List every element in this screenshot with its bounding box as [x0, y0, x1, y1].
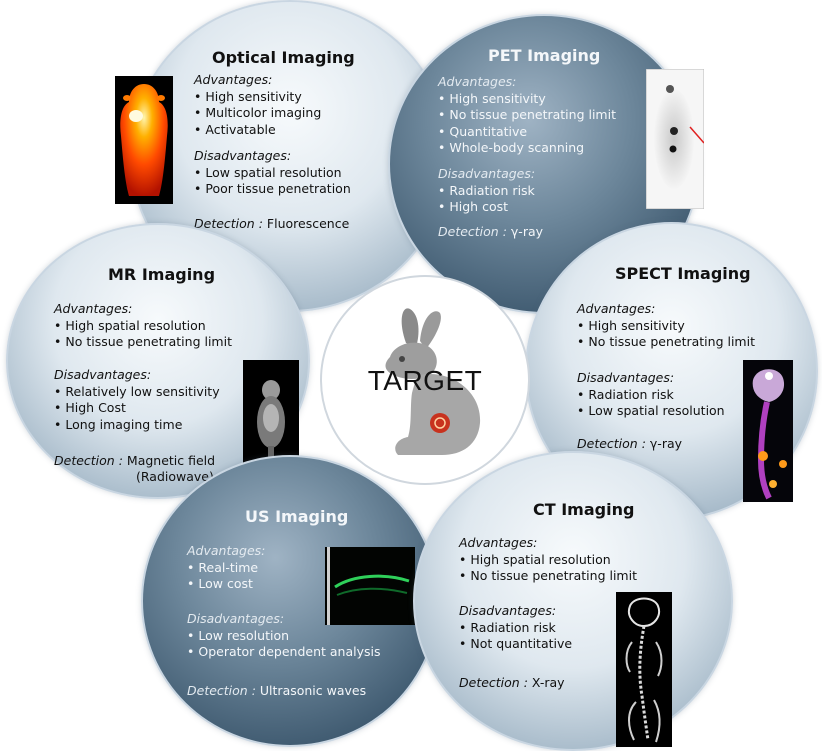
ct-adv-item: No tissue penetrating limit — [459, 568, 637, 585]
spect-disadvantages-label: Disadvantages: — [577, 370, 675, 385]
spect-disadvantages: Disadvantages: Radiation risk Low spatia… — [577, 370, 725, 420]
spect-title: SPECT Imaging — [615, 264, 751, 283]
spect-detection-label: Detection : — [577, 436, 646, 451]
mr-scan-image — [243, 360, 299, 470]
optical-detection-value: Fluorescence — [266, 216, 350, 231]
us-adv-item: Real-time — [187, 560, 265, 577]
spect-advantages-label: Advantages: — [577, 301, 656, 316]
ct-imaging-circle: CT Imaging Advantages: High spatial reso… — [413, 451, 733, 751]
spect-dis-item: Radiation risk — [577, 387, 725, 404]
pet-advantages-label: Advantages: — [438, 74, 517, 89]
optical-adv-item: Activatable — [194, 122, 321, 139]
mr-disadvantages: Disadvantages: Relatively low sensitivit… — [54, 367, 220, 433]
mr-detection: Detection : Magnetic field (Radiowave) — [54, 453, 215, 485]
pet-detection: Detection : γ-ray — [438, 224, 543, 240]
optical-disadvantages: Disadvantages: Low spatial resolution Po… — [194, 148, 351, 198]
mr-detection-value-line2: (Radiowave) — [136, 469, 214, 484]
mr-advantages-label: Advantages: — [54, 301, 133, 316]
pet-dis-item: Radiation risk — [438, 183, 535, 200]
us-advantages: Advantages: Real-time Low cost — [187, 543, 265, 593]
pet-dis-item: High cost — [438, 199, 535, 216]
ct-advantages-label: Advantages: — [459, 535, 538, 550]
pet-scan-image — [646, 69, 704, 209]
optical-detection: Detection : Fluorescence — [194, 216, 349, 232]
mr-dis-item: High Cost — [54, 400, 220, 417]
us-detection-label: Detection : — [187, 683, 256, 698]
optical-adv-item: Multicolor imaging — [194, 105, 321, 122]
us-detection: Detection : Ultrasonic waves — [187, 683, 366, 699]
ct-detection-label: Detection : — [459, 675, 528, 690]
ct-advantages: Advantages: High spatial resolution No t… — [459, 535, 637, 585]
optical-title: Optical Imaging — [212, 48, 355, 67]
mr-adv-item: No tissue penetrating limit — [54, 334, 232, 351]
pet-adv-item: Quantitative — [438, 124, 616, 141]
pet-adv-item: Whole-body scanning — [438, 140, 616, 157]
mr-disadvantages-label: Disadvantages: — [54, 367, 152, 382]
pet-advantages: Advantages: High sensitivity No tissue p… — [438, 74, 616, 157]
optical-disadvantages-label: Disadvantages: — [194, 148, 292, 163]
mr-title: MR Imaging — [108, 265, 216, 284]
mr-dis-item: Relatively low sensitivity — [54, 384, 219, 401]
optical-dis-item: Poor tissue penetration — [194, 181, 350, 198]
us-disadvantages-label: Disadvantages: — [187, 611, 285, 626]
spect-detection: Detection : γ-ray — [577, 436, 682, 452]
optical-advantages-label: Advantages: — [194, 72, 273, 87]
mr-dis-item: Long imaging time — [54, 417, 220, 434]
us-adv-item: Low cost — [187, 576, 265, 593]
us-dis-item: Operator dependent analysis — [187, 644, 380, 661]
ct-skeleton-image — [616, 592, 672, 747]
pet-adv-item: No tissue penetrating limit — [438, 107, 616, 124]
pet-detection-value: γ-ray — [510, 224, 544, 239]
optical-dis-item: Low spatial resolution — [194, 165, 351, 182]
ct-disadvantages-label: Disadvantages: — [459, 603, 557, 618]
ct-title: CT Imaging — [533, 500, 635, 519]
pet-title: PET Imaging — [488, 46, 601, 65]
spect-scan-image — [743, 360, 793, 502]
mr-detection-label: Detection : — [54, 453, 123, 468]
spect-adv-item: No tissue penetrating limit — [577, 334, 755, 351]
target-center-circle: TARGET — [320, 275, 530, 485]
pet-disadvantages-label: Disadvantages: — [438, 166, 536, 181]
pet-disadvantages: Disadvantages: Radiation risk High cost — [438, 166, 535, 216]
spect-detection-value: γ-ray — [649, 436, 683, 451]
us-title: US Imaging — [245, 507, 349, 526]
us-advantages-label: Advantages: — [187, 543, 266, 558]
pet-adv-item: High sensitivity — [438, 91, 616, 108]
rabbit-silhouette-icon — [385, 308, 481, 455]
spect-adv-item: High sensitivity — [577, 318, 755, 335]
ct-adv-item: High spatial resolution — [459, 552, 637, 569]
optical-adv-item: High sensitivity — [194, 89, 321, 106]
optical-detection-label: Detection : — [194, 216, 263, 231]
optical-advantages: Advantages: High sensitivity Multicolor … — [194, 72, 321, 138]
ct-dis-item: Not quantitative — [459, 636, 572, 653]
spect-advantages: Advantages: High sensitivity No tissue p… — [577, 301, 755, 351]
us-dis-item: Low resolution — [187, 628, 381, 645]
pet-detection-label: Detection : — [438, 224, 507, 239]
target-label: TARGET — [367, 365, 483, 396]
spect-dis-item: Low spatial resolution — [577, 403, 724, 420]
mr-advantages: Advantages: High spatial resolution No t… — [54, 301, 232, 351]
ct-detection-value: X-ray — [531, 675, 565, 690]
us-detection-value: Ultrasonic waves — [259, 683, 367, 698]
us-disadvantages: Disadvantages: Low resolution Operator d… — [187, 611, 381, 661]
mr-detection-value: Magnetic field — [126, 453, 216, 468]
ct-dis-item: Radiation risk — [459, 620, 572, 637]
ct-disadvantages: Disadvantages: Radiation risk Not quanti… — [459, 603, 572, 653]
mr-adv-item: High spatial resolution — [54, 318, 232, 335]
ct-detection: Detection : X-ray — [459, 675, 565, 691]
optical-mouse-image — [115, 76, 173, 204]
us-scan-image — [325, 547, 415, 625]
